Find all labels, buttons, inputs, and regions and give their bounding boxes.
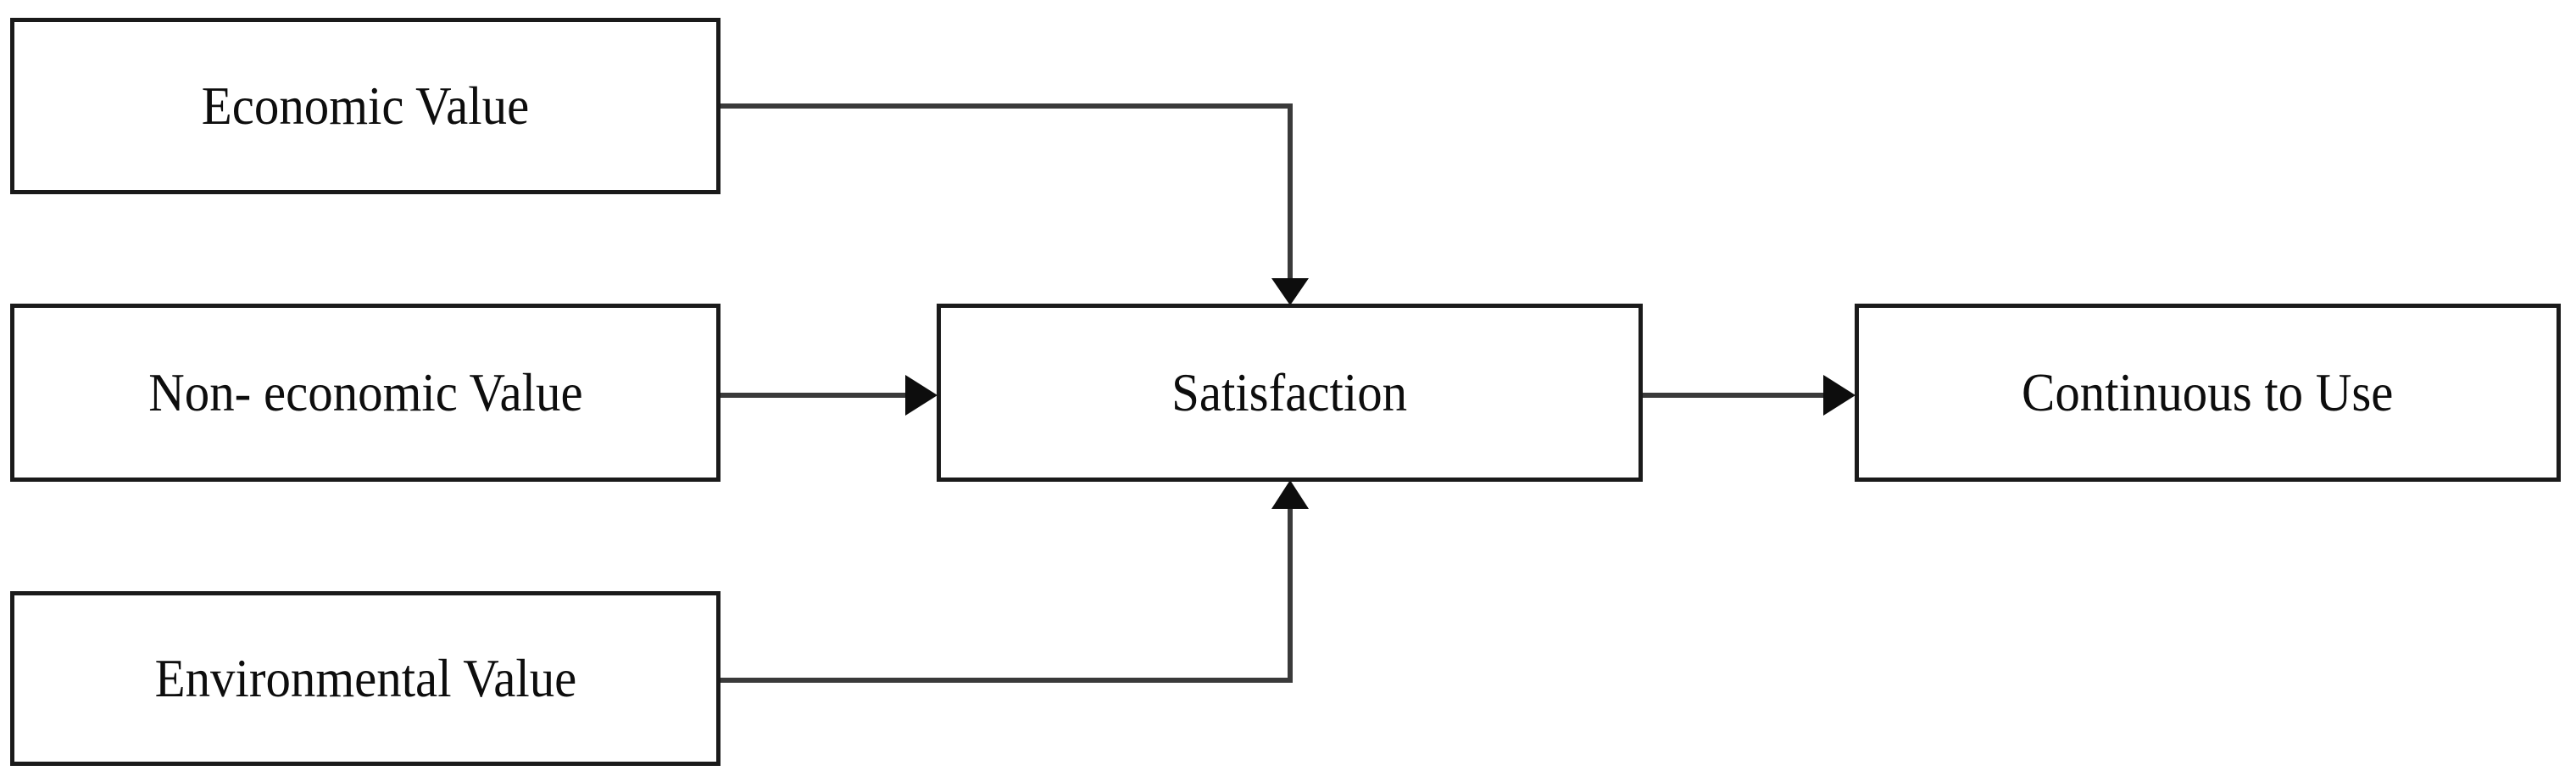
edge-line — [721, 509, 1293, 683]
node-environmental-value[interactable]: Environmental Value — [10, 591, 721, 766]
node-environmental-value-label: Environmental Value — [154, 648, 576, 708]
edge-line — [721, 103, 1293, 280]
node-economic-value-label: Economic Value — [201, 75, 530, 136]
node-satisfaction[interactable]: Satisfaction — [937, 304, 1643, 482]
edge-noneconomic-to-satisfaction — [721, 375, 937, 416]
edge-environmental-to-satisfaction — [721, 480, 1309, 683]
node-continuous-to-use[interactable]: Continuous to Use — [1855, 304, 2561, 482]
node-continuous-to-use-label: Continuous to Use — [2022, 362, 2394, 422]
node-noneconomic-value[interactable]: Non- economic Value — [10, 304, 721, 482]
edge-satisfaction-to-continuous — [1643, 375, 1855, 416]
node-satisfaction-label: Satisfaction — [1171, 362, 1408, 422]
arrowhead-right-icon — [905, 375, 937, 416]
edge-economic-to-satisfaction — [721, 103, 1309, 305]
arrowhead-right-icon — [1823, 375, 1855, 416]
arrowhead-down-icon — [1271, 278, 1309, 305]
node-economic-value[interactable]: Economic Value — [10, 18, 721, 194]
node-noneconomic-value-label: Non- economic Value — [147, 362, 583, 422]
arrowhead-up-icon — [1271, 480, 1309, 509]
